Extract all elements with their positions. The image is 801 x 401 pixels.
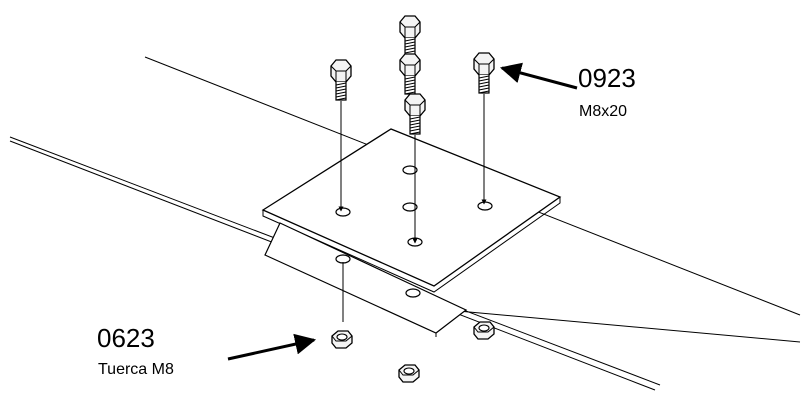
nut-right	[473, 321, 495, 340]
bolt-callout-arrow	[499, 62, 578, 90]
bolt-center	[404, 93, 426, 135]
nut-callout-code: 0623	[97, 323, 155, 353]
bolt-stack-middle	[399, 53, 421, 95]
bolt-stack-top	[399, 15, 421, 57]
bolt-left	[330, 59, 352, 101]
splice-strip	[264, 222, 468, 337]
nut-callout-desc: Tuerca M8	[98, 361, 174, 378]
insertion-lines	[338, 94, 487, 322]
nut-callout-arrow	[227, 333, 317, 361]
bolt-right	[473, 52, 495, 94]
plate-holes	[335, 165, 493, 298]
bolt-callout-code: 0923	[578, 63, 636, 93]
bolt-callout-desc: M8x20	[579, 103, 627, 120]
nut-bottom	[398, 364, 420, 383]
nut-left	[331, 330, 353, 349]
